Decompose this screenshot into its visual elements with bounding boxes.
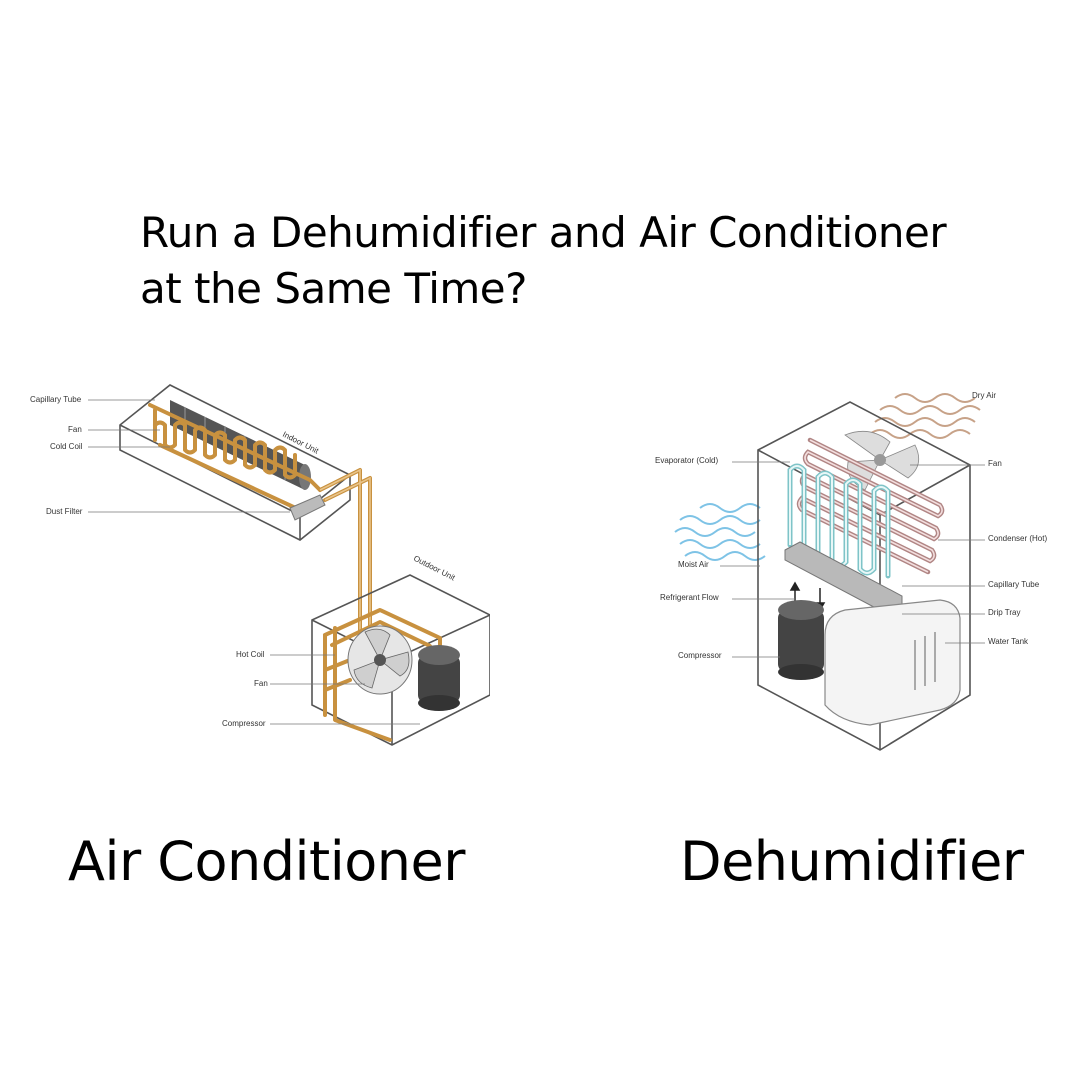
- air-conditioner-diagram: Capillary Tube Fan Cold Coil Dust Filter…: [20, 370, 491, 775]
- water-tank: [824, 599, 961, 726]
- dry-air-waves: [869, 393, 981, 439]
- dehumidifier-caption: Dehumidifier: [680, 830, 1024, 893]
- label-compressor: Compressor: [222, 719, 266, 728]
- label-fan-indoor: Fan: [68, 425, 82, 434]
- label-fan: Fan: [988, 459, 1002, 468]
- label-evaporator: Evaporator (Cold): [655, 456, 718, 465]
- compressor: [418, 645, 460, 711]
- label-moist-air: Moist Air: [678, 560, 709, 569]
- label-hot-coil: Hot Coil: [236, 650, 265, 659]
- dehumidifier-diagram: Dry Air Evaporator (Cold) Fan Condenser …: [640, 370, 1060, 775]
- label-capillary-tube: Capillary Tube: [30, 395, 82, 404]
- headline-line-1: Run a Dehumidifier and Air Conditioner: [140, 208, 947, 257]
- label-fan-outdoor: Fan: [254, 679, 268, 688]
- label-condenser: Condenser (Hot): [988, 534, 1047, 543]
- dust-filter: [289, 494, 326, 521]
- headline: Run a Dehumidifier and Air Conditioner a…: [140, 205, 947, 317]
- hot-coil: [323, 608, 442, 742]
- label-water-tank: Water Tank: [988, 637, 1029, 646]
- indoor-unit: [119, 384, 351, 541]
- headline-line-2: at the Same Time?: [140, 264, 527, 313]
- label-cold-coil: Cold Coil: [50, 442, 83, 451]
- label-compressor: Compressor: [678, 651, 722, 660]
- label-dust-filter: Dust Filter: [46, 507, 83, 516]
- condenser-coil: [796, 437, 945, 575]
- outdoor-fan: [347, 625, 413, 695]
- label-outdoor-unit: Outdoor Unit: [412, 554, 457, 583]
- label-capillary-tube: Capillary Tube: [988, 580, 1040, 589]
- label-drip-tray: Drip Tray: [988, 608, 1020, 617]
- label-dry-air: Dry Air: [972, 391, 996, 400]
- label-refrigerant-flow: Refrigerant Flow: [660, 593, 719, 602]
- moist-air-waves: [674, 503, 766, 561]
- compressor: [778, 600, 824, 680]
- dehumidifier-illustration: Dry Air Evaporator (Cold) Fan Condenser …: [655, 391, 1047, 751]
- air-conditioner-caption: Air Conditioner: [68, 830, 465, 893]
- outdoor-unit: [311, 574, 491, 746]
- air-conditioner-illustration: Capillary Tube Fan Cold Coil Dust Filter…: [30, 384, 491, 746]
